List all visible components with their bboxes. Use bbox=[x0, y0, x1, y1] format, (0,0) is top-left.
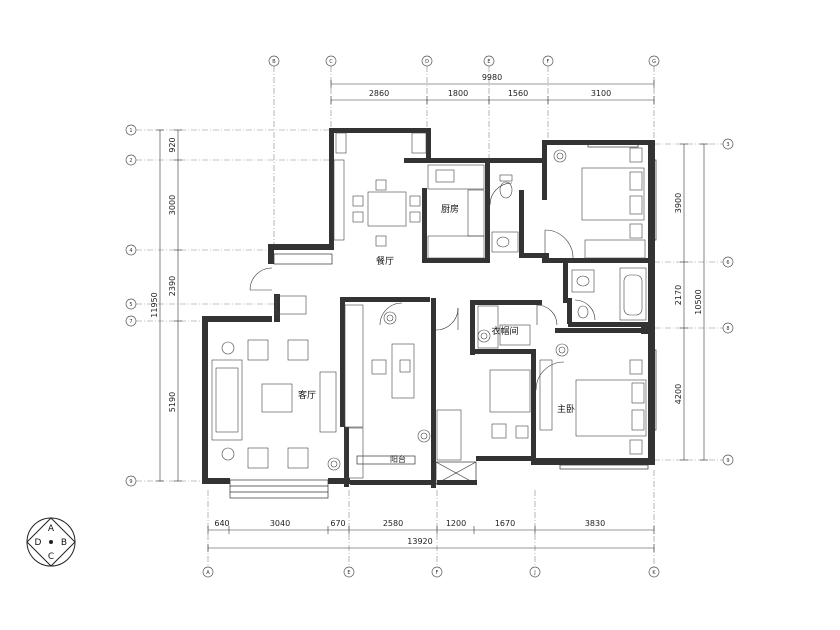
plant-icons bbox=[327, 149, 569, 471]
room-label-master-bedroom: 主卧 bbox=[557, 403, 575, 415]
grid-label-bottom-3: F bbox=[436, 570, 439, 576]
grid-label-top-5: F bbox=[547, 59, 550, 65]
walls bbox=[202, 128, 655, 488]
index-label-top: A bbox=[48, 524, 55, 534]
grid-label-left-5: 7 bbox=[129, 319, 132, 325]
grid-label-right-4: 9 bbox=[726, 458, 729, 464]
grid-bubble-labels-bottom: A E F J K bbox=[206, 570, 656, 576]
dim-bottom-seg-2: 3040 bbox=[270, 519, 290, 528]
grid-label-right-2: 6 bbox=[726, 260, 729, 266]
dim-right-seg-3: 4200 bbox=[674, 384, 683, 404]
dim-top-total: 9980 bbox=[482, 73, 502, 82]
room-label-balcony: 阳台 bbox=[390, 454, 406, 464]
dimension-lines bbox=[156, 80, 708, 552]
window-lines bbox=[205, 142, 657, 499]
grid-label-bottom-5: K bbox=[652, 570, 656, 576]
grid-label-left-6: 9 bbox=[129, 479, 132, 485]
dim-top-seg-1: 2860 bbox=[369, 89, 389, 98]
dim-left-seg-4: 5190 bbox=[168, 392, 177, 412]
dim-right-seg-2: 2170 bbox=[674, 285, 683, 305]
grid-label-left-3: 4 bbox=[129, 248, 132, 254]
grid-label-left-4: 5 bbox=[129, 302, 132, 308]
dim-left-total: 11950 bbox=[150, 292, 159, 317]
room-label-closet: 衣帽间 bbox=[491, 325, 518, 337]
grid-bubble-labels-left: 1 2 4 5 7 9 bbox=[129, 128, 132, 485]
dim-left-seg-1: 920 bbox=[168, 137, 177, 152]
index-label-bottom: C bbox=[48, 552, 54, 562]
dim-bottom-seg-3: 670 bbox=[330, 519, 345, 528]
dim-left-seg-2: 3000 bbox=[168, 195, 177, 215]
grid-label-bottom-4: J bbox=[533, 570, 535, 576]
grid-bubbles-top bbox=[268, 55, 660, 67]
grid-label-left-1: 1 bbox=[129, 128, 132, 134]
grid-label-top-4: E bbox=[487, 59, 490, 65]
grid-label-top-3: D bbox=[425, 59, 429, 65]
grid-label-right-3: 8 bbox=[726, 326, 729, 332]
grid-bubbles-left bbox=[125, 124, 137, 487]
index-label-right: B bbox=[61, 538, 67, 548]
room-label-living: 客厅 bbox=[298, 389, 316, 401]
grid-bubble-labels-right: 3 6 8 9 bbox=[726, 142, 729, 464]
dim-bottom-seg-4: 2580 bbox=[383, 519, 403, 528]
grid-label-left-2: 2 bbox=[129, 158, 132, 164]
dim-bottom-seg-6: 1670 bbox=[495, 519, 515, 528]
furniture bbox=[211, 132, 647, 479]
index-symbol: A B C D bbox=[26, 517, 76, 567]
grid-bubbles-bottom bbox=[202, 566, 660, 578]
index-label-left: D bbox=[35, 538, 42, 548]
dim-bottom-seg-5: 1200 bbox=[446, 519, 466, 528]
dim-top-seg-2: 1800 bbox=[448, 89, 468, 98]
dim-bottom-seg-7: 3830 bbox=[585, 519, 605, 528]
dim-right-seg-1: 3900 bbox=[674, 193, 683, 213]
dim-left-seg-3: 2390 bbox=[168, 276, 177, 296]
grid-label-right-1: 3 bbox=[726, 142, 729, 148]
grid-label-bottom-1: A bbox=[206, 570, 210, 576]
grid-bubble-labels-top: B C D E F G bbox=[272, 59, 656, 65]
grid-label-top-6: G bbox=[652, 59, 656, 65]
grid-label-top-2: C bbox=[329, 59, 333, 65]
grid-bubbles-right bbox=[722, 138, 734, 466]
dim-right-total: 10500 bbox=[694, 289, 703, 314]
doors bbox=[249, 182, 596, 391]
dim-bottom-seg-1: 640 bbox=[214, 519, 229, 528]
dim-top-seg-4: 3100 bbox=[591, 89, 611, 98]
room-label-kitchen: 厨房 bbox=[441, 203, 459, 215]
dim-bottom-total: 13920 bbox=[407, 537, 432, 546]
room-label-dining: 餐厅 bbox=[376, 255, 394, 267]
dim-top-seg-3: 1560 bbox=[508, 89, 528, 98]
grid-label-top-1: B bbox=[272, 59, 276, 65]
grid-label-bottom-2: E bbox=[347, 570, 350, 576]
